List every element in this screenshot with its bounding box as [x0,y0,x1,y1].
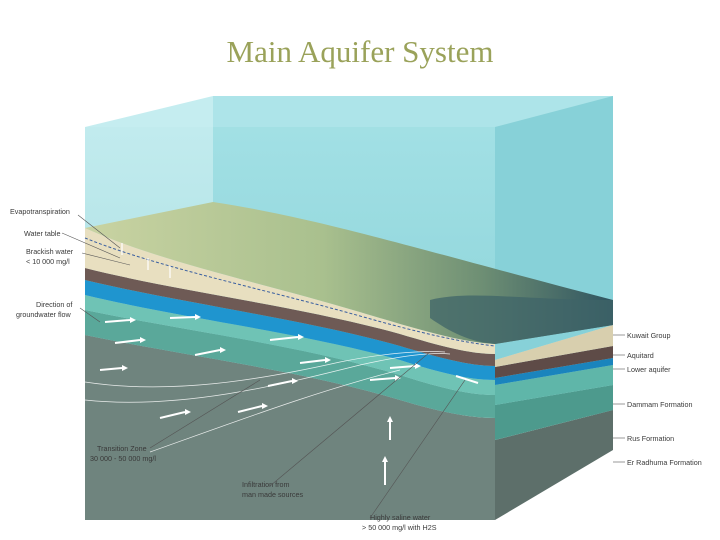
label-rus: Rus Formation [627,434,674,443]
label-dammam: Dammam Formation [627,400,693,409]
side-aquitard [495,346,613,378]
label-brackish-1: Brackish water [26,247,74,256]
layer-lower-aquifer [85,280,495,380]
label-direction-2: groundwater flow [16,310,72,319]
label-infiltration-1: Infiltration from [242,480,290,489]
label-kuwait-group: Kuwait Group [627,331,671,340]
layer-kuwait-group [85,228,495,354]
label-saline-1: Highly saline water [370,513,431,522]
water-table-line [84,237,496,347]
label-infiltration-2: man made sources [242,490,304,499]
water-box-top [85,96,613,127]
layer-aquitard [85,268,495,366]
side-dammam [495,365,613,405]
label-saline-2: > 50 000 mg/l with H2S [362,523,437,532]
layer-dammam [85,295,495,395]
side-kuwait-group [495,325,613,367]
evapotranspiration-arrows [121,243,171,278]
streamlines [84,351,451,453]
label-aquitard: Aquitard [627,351,654,360]
label-lower-aquifer: Lower aquifer [627,365,671,374]
side-lower-aquifer [495,358,613,385]
label-evapotranspiration: Evapotranspiration [10,207,70,216]
flow-arrowheads [122,314,421,462]
coastline [430,295,613,344]
label-transition-1: Transition Zone [97,444,147,453]
side-rus [495,385,613,440]
side-er-radhuma [495,410,613,520]
right-leader-lines [613,334,625,463]
label-er-radhuma: Er Radhuma Formation [627,458,702,467]
label-brackish-2: < 10 000 mg/l [26,257,70,266]
label-transition-2: 30 000 - 50 000 mg/l [90,454,156,463]
left-leader-lines [61,214,466,519]
layer-rus [85,310,495,418]
label-water-table: Water table [24,229,61,238]
label-direction-1: Direction of [36,300,72,309]
layer-er-radhuma [85,335,495,520]
slide-title: Main Aquifer System [226,34,494,69]
